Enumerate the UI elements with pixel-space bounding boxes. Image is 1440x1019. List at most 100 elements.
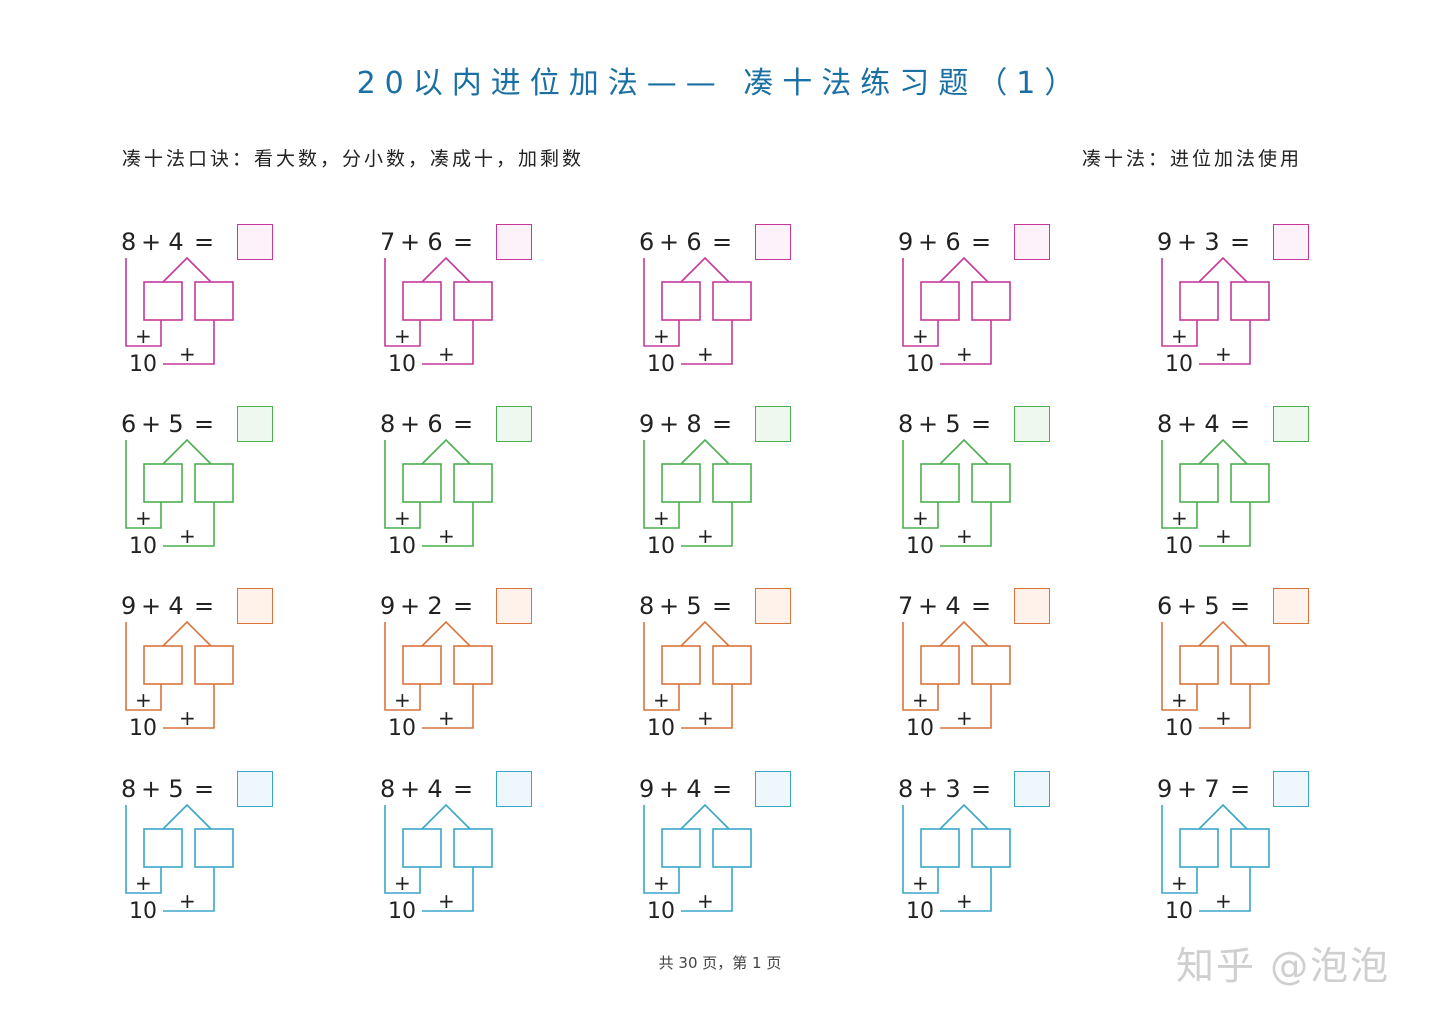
plus-sign: + [135, 688, 152, 712]
split-box-left[interactable] [402, 828, 442, 868]
answer-box[interactable] [1014, 406, 1050, 442]
equation: 8+5= [121, 775, 223, 803]
split-box-right[interactable] [1230, 281, 1270, 321]
split-box-left[interactable] [143, 281, 183, 321]
decomposition-diagram [125, 256, 234, 365]
split-box-left[interactable] [920, 463, 960, 503]
split-box-right[interactable] [194, 281, 234, 321]
plus-sign: + [1176, 592, 1198, 620]
split-box-left[interactable] [143, 828, 183, 868]
answer-box[interactable] [237, 771, 273, 807]
split-box-right[interactable] [712, 828, 752, 868]
equation: 9+3= [1157, 228, 1259, 256]
split-box-right[interactable] [971, 645, 1011, 685]
split-box-left[interactable] [920, 828, 960, 868]
split-box-right[interactable] [453, 463, 493, 503]
answer-box[interactable] [755, 588, 791, 624]
split-box-left[interactable] [402, 281, 442, 321]
equation: 7+6= [380, 228, 482, 256]
split-box-right[interactable] [194, 645, 234, 685]
method-note: 凑十法：进位加法使用 [1082, 148, 1303, 170]
split-box-left[interactable] [402, 463, 442, 503]
split-box-left[interactable] [402, 645, 442, 685]
ten-label: 10 [647, 899, 675, 924]
bracket-line [1161, 805, 1198, 894]
split-box-left[interactable] [1179, 828, 1219, 868]
split-box-right[interactable] [971, 828, 1011, 868]
answer-box[interactable] [496, 771, 532, 807]
split-box-left[interactable] [661, 828, 701, 868]
answer-box[interactable] [755, 224, 791, 260]
plus-sign: + [1176, 775, 1198, 803]
split-box-left[interactable] [1179, 281, 1219, 321]
bracket-line [643, 805, 680, 894]
split-box-right[interactable] [453, 281, 493, 321]
split-box-right[interactable] [1230, 828, 1270, 868]
problem-card: 8+5=++10 [639, 588, 849, 758]
problem-card: 8+6=++10 [380, 406, 590, 576]
split-box-left[interactable] [920, 281, 960, 321]
bracket-line [125, 258, 162, 347]
split-box-left[interactable] [661, 645, 701, 685]
answer-box[interactable] [496, 224, 532, 260]
answer-box[interactable] [1273, 224, 1309, 260]
addend-1: 8 [380, 775, 396, 803]
plus-sign: + [658, 410, 680, 438]
answer-box[interactable] [237, 224, 273, 260]
equals-sign: = [1229, 592, 1251, 620]
split-line [421, 620, 471, 647]
equation: 7+4= [898, 592, 1000, 620]
answer-box[interactable] [1014, 224, 1050, 260]
split-box-right[interactable] [194, 463, 234, 503]
answer-box[interactable] [237, 588, 273, 624]
answer-box[interactable] [496, 406, 532, 442]
addend-1: 8 [380, 410, 396, 438]
split-box-left[interactable] [661, 463, 701, 503]
split-box-left[interactable] [143, 645, 183, 685]
split-box-right[interactable] [453, 828, 493, 868]
answer-box[interactable] [1014, 588, 1050, 624]
answer-box[interactable] [1014, 771, 1050, 807]
split-box-left[interactable] [1179, 645, 1219, 685]
equals-sign: = [711, 228, 733, 256]
answer-box[interactable] [1273, 771, 1309, 807]
sum-line [681, 684, 733, 729]
split-box-right[interactable] [971, 281, 1011, 321]
split-box-right[interactable] [712, 281, 752, 321]
problem-card: 7+4=++10 [898, 588, 1108, 758]
split-box-right[interactable] [453, 645, 493, 685]
bracket-line [643, 440, 680, 529]
split-box-left[interactable] [143, 463, 183, 503]
plus-sign: + [697, 889, 714, 913]
addend-1: 8 [898, 775, 914, 803]
plus-sign: + [1176, 410, 1198, 438]
split-box-right[interactable] [712, 463, 752, 503]
answer-box[interactable] [1273, 406, 1309, 442]
split-box-right[interactable] [1230, 463, 1270, 503]
split-box-right[interactable] [194, 828, 234, 868]
split-box-right[interactable] [971, 463, 1011, 503]
split-box-left[interactable] [661, 281, 701, 321]
split-line [1198, 256, 1248, 283]
equation: 8+4= [380, 775, 482, 803]
problem-card: 8+5=++10 [121, 771, 331, 941]
plus-sign: + [140, 775, 162, 803]
decomposition-diagram [902, 620, 1011, 729]
answer-box[interactable] [496, 588, 532, 624]
split-box-left[interactable] [920, 645, 960, 685]
problem-card: 9+8=++10 [639, 406, 849, 576]
plus-sign: + [653, 506, 670, 530]
plus-sign: + [399, 592, 421, 620]
answer-box[interactable] [237, 406, 273, 442]
split-box-right[interactable] [712, 645, 752, 685]
problem-card: 8+4=++10 [1157, 406, 1367, 576]
split-box-left[interactable] [1179, 463, 1219, 503]
answer-box[interactable] [755, 406, 791, 442]
plus-sign: + [438, 524, 455, 548]
plus-sign: + [697, 524, 714, 548]
answer-box[interactable] [755, 771, 791, 807]
split-box-right[interactable] [1230, 645, 1270, 685]
answer-box[interactable] [1273, 588, 1309, 624]
page-footer: 共 30 页，第 1 页 [658, 954, 782, 972]
